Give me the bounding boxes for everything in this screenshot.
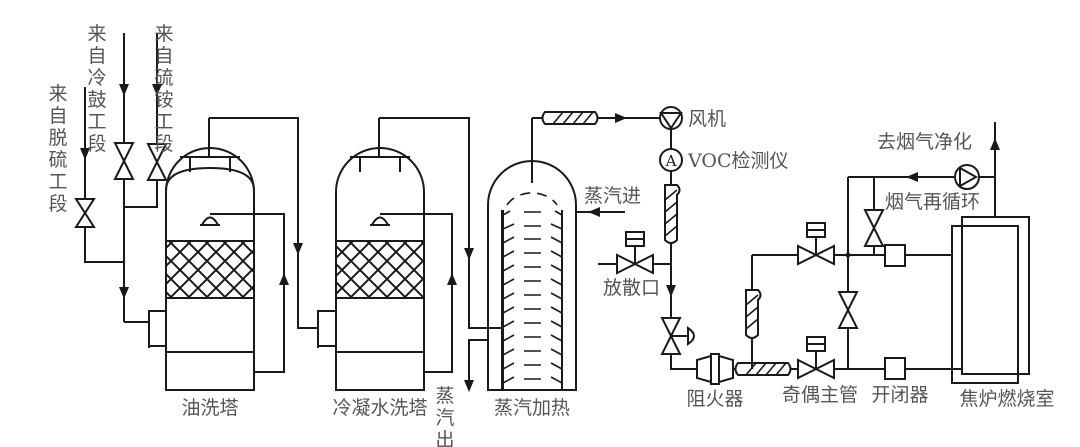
fan[interactable] xyxy=(659,106,683,130)
label-text: 来自脱硫工段 xyxy=(48,83,67,215)
control-valve[interactable] xyxy=(660,317,695,355)
label-steam-in: 蒸汽进 xyxy=(584,185,641,207)
condensate-wash-tower[interactable] xyxy=(317,118,457,391)
label-steam-heating: 蒸汽加热 xyxy=(494,397,570,419)
flow-arrow xyxy=(80,148,90,160)
label-odd-even-main-pipe: 奇偶主管 xyxy=(782,384,858,406)
recirculation-fan[interactable] xyxy=(954,164,980,190)
label-condensate-wash-tower: 冷凝水洗塔 xyxy=(332,397,427,419)
switch-device-lower[interactable] xyxy=(884,357,906,380)
packing-bed xyxy=(165,240,255,299)
packing-bed xyxy=(335,240,425,299)
pipe-to-arrester xyxy=(670,354,697,370)
label-coke-oven-combustion-chamber: 焦炉燃烧室 xyxy=(959,388,1054,410)
inlet-ammonium-sulfate xyxy=(124,33,168,208)
flow-arrow xyxy=(119,84,129,96)
valve-cold-drum[interactable] xyxy=(113,142,135,180)
label-from-ammonium-sulfate: 来自硫铵工段 xyxy=(154,23,173,155)
valve-upper-main[interactable] xyxy=(797,222,835,266)
pipe-heater-to-fan xyxy=(532,111,670,125)
label-flame-arrester: 阻火器 xyxy=(686,388,743,410)
flow-arrow xyxy=(279,273,289,285)
label-steam-out: 蒸汽出 xyxy=(435,385,454,447)
label-from-cold-drum: 来自冷鼓工段 xyxy=(87,23,106,155)
label-switch-device: 开闭器 xyxy=(871,384,928,406)
insulation-segment xyxy=(734,362,792,376)
insulation-segment xyxy=(664,184,681,244)
voc-detector-symbol: A xyxy=(665,152,677,170)
valve-recirculation[interactable] xyxy=(863,209,885,247)
inlet-desulfurization xyxy=(74,87,124,263)
coke-oven-combustion-chamber[interactable] xyxy=(951,216,1030,384)
sprayer-icon xyxy=(371,216,389,226)
pump-icon xyxy=(959,166,979,188)
vent-valve[interactable] xyxy=(598,231,671,275)
flow-arrow xyxy=(152,84,162,96)
valve-desulfurization[interactable] xyxy=(74,198,96,228)
label-voc-detector: VOC检测仪 xyxy=(687,150,789,172)
flow-arrow xyxy=(906,172,918,182)
label-to-flue-gas-cleaning: 去烟气净化 xyxy=(877,131,972,153)
inlet-cold-drum xyxy=(113,33,149,323)
heating-coil-inner xyxy=(502,223,563,370)
insulation-segment xyxy=(541,111,599,125)
flame-arrester[interactable] xyxy=(696,353,734,385)
fan-icon xyxy=(659,112,683,130)
label-text: 来自硫铵工段 xyxy=(154,23,173,155)
oil-wash-tower[interactable] xyxy=(148,118,289,391)
pipe-main xyxy=(733,254,798,376)
switch-device-upper[interactable] xyxy=(884,244,906,267)
pipe-voc-down xyxy=(664,171,681,318)
label-vent: 放散口 xyxy=(603,277,660,299)
pipe-condensate-to-heater xyxy=(379,117,503,329)
label-flue-gas-recirculation: 烟气再循环 xyxy=(885,191,980,213)
insulation-segment xyxy=(745,289,762,339)
sprayer-icon xyxy=(201,216,219,226)
pipe-oil-to-condensate xyxy=(209,117,318,329)
flow-arrow xyxy=(447,273,457,285)
label-fan: 风机 xyxy=(688,108,726,130)
steam-heater[interactable] xyxy=(487,118,577,391)
valve-bypass-vertical[interactable] xyxy=(837,291,859,329)
flow-arrow xyxy=(119,287,129,299)
outlet-flue-gas xyxy=(990,122,1000,217)
steam-in-line xyxy=(576,207,625,217)
voc-detector[interactable]: A xyxy=(659,129,683,172)
steam-out-line xyxy=(464,339,488,392)
valve-lower-main[interactable] xyxy=(797,336,835,380)
label-text: 来自冷鼓工段 xyxy=(87,23,106,155)
label-from-desulfurization: 来自脱硫工段 xyxy=(48,83,67,215)
heating-coil xyxy=(502,210,563,384)
label-oil-wash-tower: 油洗塔 xyxy=(181,397,238,419)
